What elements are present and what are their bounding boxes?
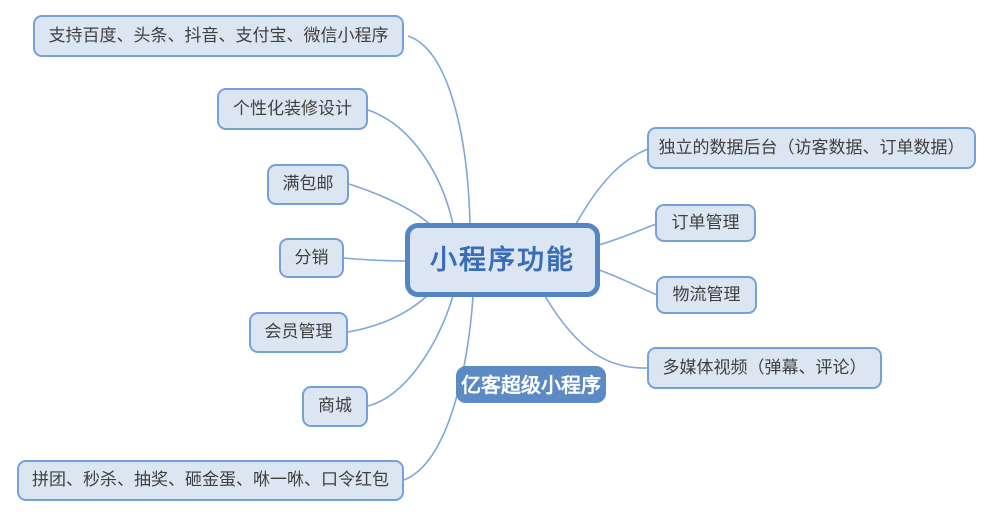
connector-line — [403, 295, 474, 481]
topic-multimedia-video[interactable]: 多媒体视频（弹幕、评论） — [647, 347, 882, 389]
connector-line — [598, 223, 657, 246]
connector-line — [347, 295, 428, 333]
connector-line — [367, 109, 454, 225]
connector-line — [367, 295, 454, 407]
topic-mall[interactable]: 商城 — [302, 386, 368, 427]
topic-distribution[interactable]: 分销 — [279, 238, 344, 278]
connector-line — [544, 295, 649, 369]
connector-line — [348, 183, 432, 226]
topic-marketing-tools[interactable]: 拼团、秒杀、抽奖、砸金蛋、咻一咻、口令红包 — [17, 460, 404, 501]
topic-free-shipping[interactable]: 满包邮 — [267, 164, 349, 205]
topic-logistics-management[interactable]: 物流管理 — [656, 276, 757, 314]
connector-line — [575, 148, 649, 225]
central-topic[interactable]: 小程序功能 — [405, 223, 600, 297]
topic-custom-design[interactable]: 个性化装修设计 — [217, 88, 368, 130]
topic-supported-platforms[interactable]: 支持百度、头条、抖音、支付宝、微信小程序 — [33, 15, 404, 57]
connector-line — [407, 35, 471, 225]
floating-label-brand[interactable]: 亿客超级小程序 — [456, 366, 606, 403]
topic-data-backend[interactable]: 独立的数据后台（访客数据、订单数据） — [647, 127, 976, 169]
connector-line — [598, 269, 658, 296]
connector-line — [343, 257, 407, 262]
topic-order-management[interactable]: 订单管理 — [655, 204, 756, 242]
topic-member-management[interactable]: 会员管理 — [249, 312, 348, 353]
